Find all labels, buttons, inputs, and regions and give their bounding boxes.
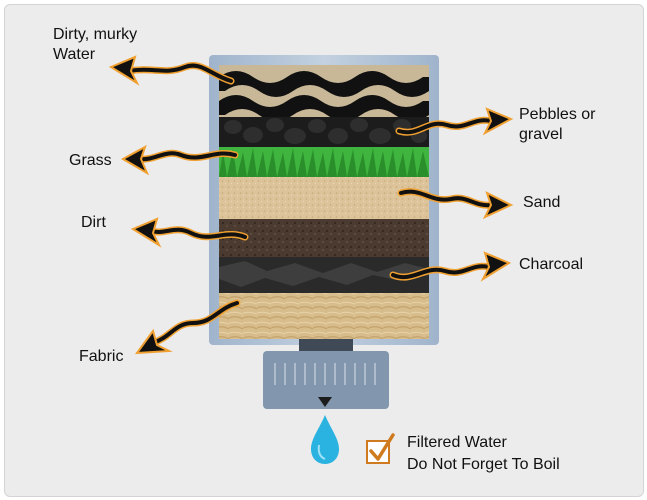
label-fabric: Fabric	[79, 348, 124, 365]
label-pebbles: Pebbles or gravel	[519, 106, 596, 143]
label-charcoal: Charcoal	[519, 256, 584, 273]
arrow-dirt	[130, 217, 249, 248]
filter-spout	[263, 339, 389, 409]
layer-fabric	[219, 293, 429, 339]
arrow-grass	[120, 144, 239, 176]
arrow-charcoal	[389, 251, 512, 282]
filter-diagram	[108, 55, 514, 464]
note-boil: Do Not Forget To Boil	[407, 456, 560, 473]
arrow-sand	[397, 188, 514, 220]
layer-grass	[219, 147, 429, 177]
label-dirt: Dirt	[81, 214, 106, 231]
layer-dirt	[219, 219, 429, 259]
layer-pebbles	[219, 117, 429, 147]
arrow-water	[108, 55, 235, 86]
label-grass: Grass	[69, 152, 112, 169]
layer-sand	[219, 177, 429, 219]
layer-water	[219, 65, 429, 121]
note-filtered: Filtered Water	[407, 434, 507, 451]
water-drop-icon	[311, 415, 339, 464]
label-sand: Sand	[523, 194, 561, 211]
arrow-pebbles	[395, 107, 514, 136]
check-icon	[366, 433, 395, 464]
arrow-fabric	[134, 299, 241, 355]
label-water: Dirty, murky Water	[53, 26, 138, 63]
diagram-frame: Dirty, murky Water Pebbles or gravel Gra…	[4, 4, 644, 497]
